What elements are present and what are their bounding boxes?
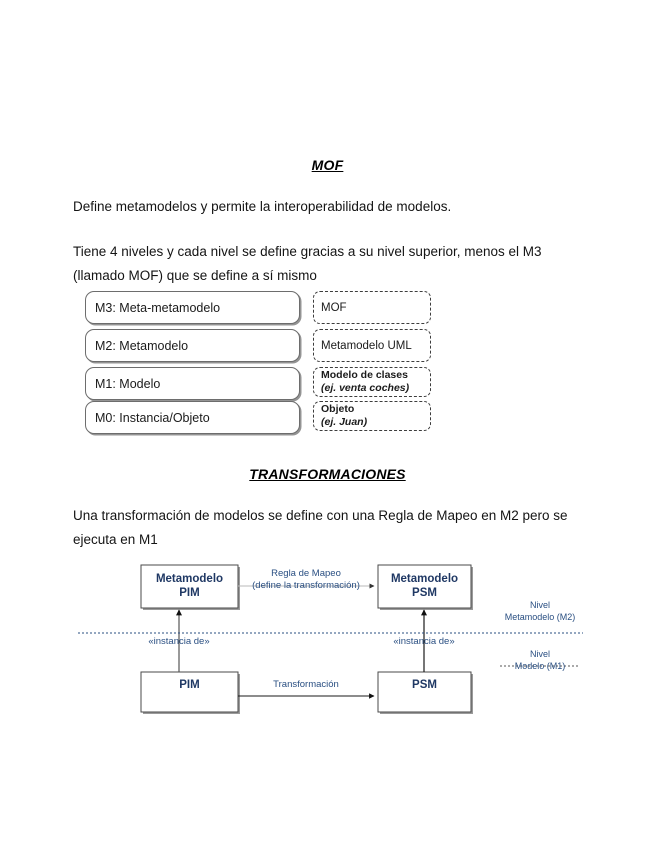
section-heading-mof: MOF (311, 157, 344, 173)
example-box-objeto-line1: Objeto (321, 403, 355, 415)
pim-box-label: PIM (179, 679, 200, 691)
level-box-m1: M1: Modelo (85, 367, 300, 400)
example-box-metamodelo-uml: Metamodelo UML (313, 329, 431, 362)
meta-psm-box-label: Metamodelo PSM (378, 572, 471, 600)
transformation-diagram: Metamodelo PIM Metamodelo PSM PIM PSM Re… (0, 548, 655, 733)
example-box-modelo-de-clases: Modelo de clases (ej. venta coches) (313, 367, 431, 397)
level-label-m2-line2: Metamodelo (M2) (504, 612, 576, 622)
level-box-m3: M3: Meta-metamodelo (85, 291, 300, 324)
level-label-m1-line2: Modelo (M1) (514, 661, 566, 671)
level-box-m3-label: M3: Meta-metamodelo (95, 300, 221, 315)
meta-psm-box (377, 564, 472, 609)
mapping-rule-label: Regla de Mapeo (define la transformación… (238, 568, 374, 592)
mapping-rule-label-line2: (define la transformación) (252, 580, 360, 591)
example-box-modelo-de-clases-line2: (ej. venta coches) (321, 382, 410, 394)
level-label-m2-line1: Nivel (529, 600, 550, 610)
meta-psm-box-label-line1: Metamodelo (390, 573, 459, 585)
meta-pim-box-label: Metamodelo PIM (141, 572, 238, 600)
section-heading-transformaciones: TRANSFORMACIONES (249, 466, 406, 482)
meta-pim-box (140, 564, 239, 609)
paragraph-regla-de-mapeo: Una transformación de modelos se define … (73, 508, 568, 547)
example-box-modelo-de-clases-line1: Modelo de clases (321, 369, 408, 381)
meta-pim-box-label-line1: Metamodelo (155, 573, 224, 585)
example-box-objeto-line2: (ej. Juan) (321, 416, 368, 428)
level-label-m1-line1: Nivel (529, 649, 550, 659)
paragraph-cuatro-niveles: Tiene 4 niveles y cada nivel se define g… (73, 244, 542, 283)
instance-of-label-left: «instancia de» (148, 636, 210, 647)
example-box-objeto: Objeto (ej. Juan) (313, 401, 431, 431)
mapping-rule-label-line1: Regla de Mapeo (271, 568, 341, 579)
example-box-mof: MOF (313, 291, 431, 324)
level-label-m2: Nivel Metamodelo (M2) (490, 599, 590, 623)
paragraph-define-metamodelos: Define metamodelos y permite la interope… (73, 199, 452, 214)
transformation-diagram-canvas (78, 564, 583, 714)
level-box-m2-label: M2: Metamodelo (95, 338, 189, 353)
meta-pim-box-label-line2: PIM (179, 587, 200, 599)
psm-box-label: PSM (412, 679, 437, 691)
meta-psm-box-label-line2: PSM (412, 587, 437, 599)
level-box-m2: M2: Metamodelo (85, 329, 300, 362)
mof-levels-diagram: M3: Meta-metamodelo M2: Metamodelo M1: M… (85, 291, 435, 434)
pim-box (140, 671, 239, 713)
example-box-mof-line1: MOF (321, 301, 347, 314)
level-label-m1: Nivel Modelo (M1) (490, 648, 590, 672)
transformation-label: Transformación (273, 679, 339, 690)
level-box-m0: M0: Instancia/Objeto (85, 401, 300, 434)
instance-of-label-right: «instancia de» (393, 636, 455, 647)
level-box-m1-label: M1: Modelo (95, 376, 161, 391)
example-box-metamodelo-uml-line1: Metamodelo UML (321, 339, 412, 352)
level-box-m0-label: M0: Instancia/Objeto (95, 410, 210, 425)
